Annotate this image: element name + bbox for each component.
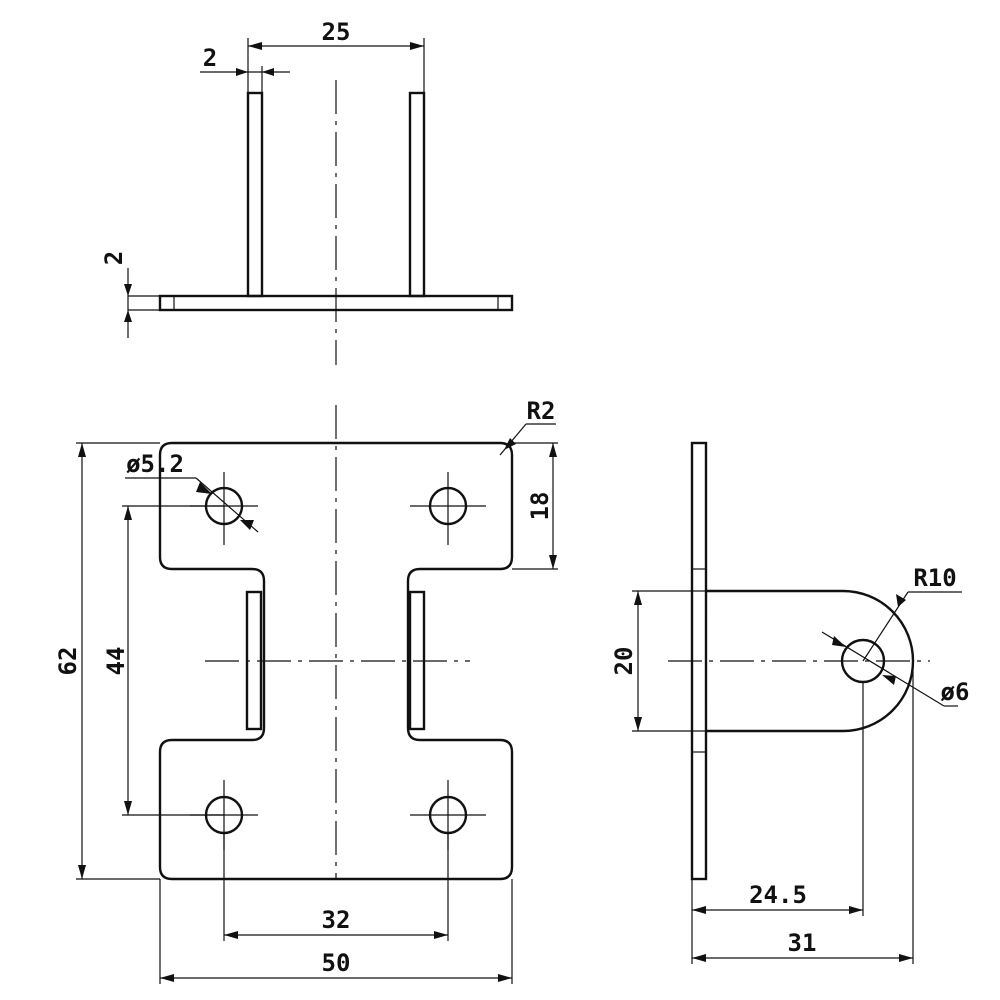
- dim-tab-radius: R10: [862, 564, 962, 662]
- dim-corner-radius: R2: [499, 397, 556, 456]
- dim-overall-height-label: 62: [54, 647, 82, 676]
- dim-tab-hole-offset-label: 24.5: [749, 881, 807, 909]
- dim-side-tab-width-label: 20: [610, 647, 638, 676]
- dim-side-overall: 31: [692, 661, 914, 964]
- dim-hole-pitch-horizontal-label: 32: [322, 906, 351, 934]
- dim-tab-hole-offset: 24.5: [691, 682, 864, 964]
- dim-tab-hole-diameter: ø6: [821, 631, 970, 707]
- dim-hole-diameter-label: ø5.2: [126, 450, 184, 478]
- side-view: 20 R10 ø6 24.5: [610, 441, 970, 964]
- dim-tab-radius-label: R10: [913, 564, 956, 592]
- dim-top-plate-label: 2: [100, 251, 128, 265]
- dim-top-offset-label: 18: [526, 492, 554, 521]
- front-view: R2 ø5.2 18 62: [54, 397, 558, 984]
- dim-top-offset: 18: [512, 442, 558, 570]
- dim-top-width: 25: [247, 18, 425, 93]
- dim-top-wall-label: 2: [203, 44, 217, 72]
- top-view: 25 2 2: [100, 18, 514, 365]
- front-view-outline: [158, 441, 514, 881]
- dim-side-tab-width: 20: [610, 590, 706, 732]
- dim-overall-width: 50: [159, 879, 513, 984]
- top-view-left-wall: [246, 91, 264, 298]
- dim-top-wall: 2: [200, 44, 290, 93]
- dim-overall-height: 62: [54, 442, 160, 880]
- dim-hole-pitch-horizontal: 32: [223, 833, 449, 941]
- dim-top-plate: 2: [100, 251, 160, 338]
- dim-top-width-label: 25: [322, 18, 351, 46]
- dim-tab-hole-diameter-label: ø6: [941, 678, 970, 706]
- dim-side-overall-label: 31: [788, 929, 817, 957]
- dim-hole-pitch-vertical-label: 44: [102, 647, 130, 676]
- dim-hole-diameter: ø5.2: [125, 450, 259, 533]
- dim-corner-radius-label: R2: [527, 397, 556, 425]
- top-view-right-wall: [408, 91, 426, 298]
- dim-overall-width-label: 50: [322, 949, 351, 977]
- dim-hole-pitch-vertical: 44: [102, 505, 224, 816]
